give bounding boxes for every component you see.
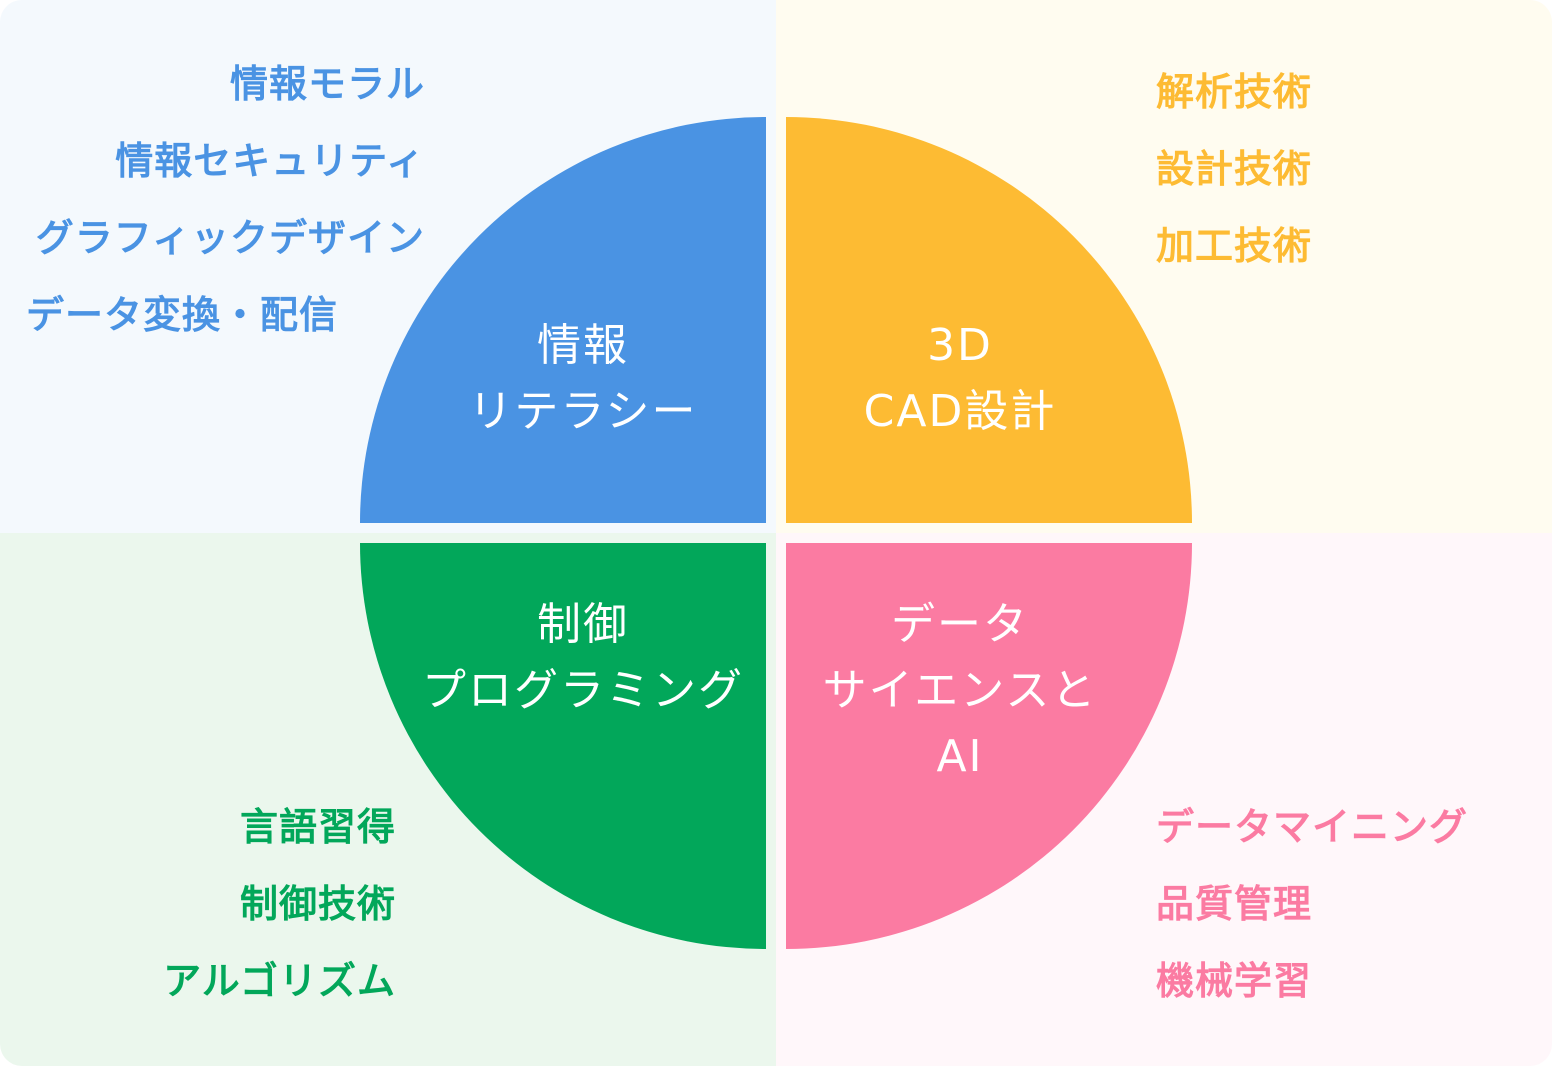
data-segment-title: データ サイエンスと AI	[795, 592, 1125, 790]
info-title-line-2: リテラシー	[468, 386, 698, 437]
info-segment-title: 情報 リテラシー	[433, 313, 733, 445]
data-topic: 機械学習	[1156, 959, 1313, 1003]
info-topic: データ変換・配信	[26, 293, 339, 337]
cad-topic: 設計技術	[1156, 147, 1313, 191]
cad-topic: 解析技術	[1156, 70, 1313, 114]
cad-topic: 加工技術	[1156, 224, 1313, 268]
cad-title-line-2: CAD設計	[863, 386, 1057, 437]
data-segment	[786, 543, 1192, 949]
cad-segment	[786, 117, 1192, 523]
info-topic: 情報セキュリティ	[115, 139, 425, 183]
control-topic: 制御技術	[239, 882, 396, 926]
control-segment	[360, 543, 766, 949]
info-segment	[360, 117, 766, 523]
control-title-line-2: プログラミング	[422, 665, 744, 716]
info-title-line-1: 情報	[537, 320, 629, 371]
control-topic: 言語習得	[239, 805, 396, 849]
info-topic: 情報モラル	[229, 62, 425, 106]
info-topic-list: 情報モラル 情報セキュリティ グラフィックデザイン	[36, 46, 425, 277]
data-title-line-3: AI	[936, 731, 984, 782]
control-topic: アルゴリズム	[163, 959, 396, 1003]
data-topic-list: データマイニング 品質管理 機械学習	[1156, 789, 1468, 1020]
data-topic: データマイニング	[1156, 805, 1469, 849]
control-title-line-1: 制御	[537, 599, 629, 650]
cad-segment-title: 3D CAD設計	[810, 313, 1110, 445]
data-title-line-1: データ	[891, 599, 1029, 650]
info-topic: グラフィックデザイン	[35, 216, 425, 260]
cad-title-line-1: 3D	[927, 320, 993, 371]
control-topic-list: 言語習得 制御技術 アルゴリズム	[163, 789, 396, 1020]
data-topic: 品質管理	[1156, 882, 1313, 926]
cad-topic-list: 解析技術 設計技術 加工技術	[1156, 54, 1312, 285]
data-title-line-2: サイエンスと	[822, 665, 1098, 716]
info-topic-list-last: データ変換・配信	[26, 277, 338, 354]
control-segment-title: 制御 プログラミング	[402, 592, 764, 724]
